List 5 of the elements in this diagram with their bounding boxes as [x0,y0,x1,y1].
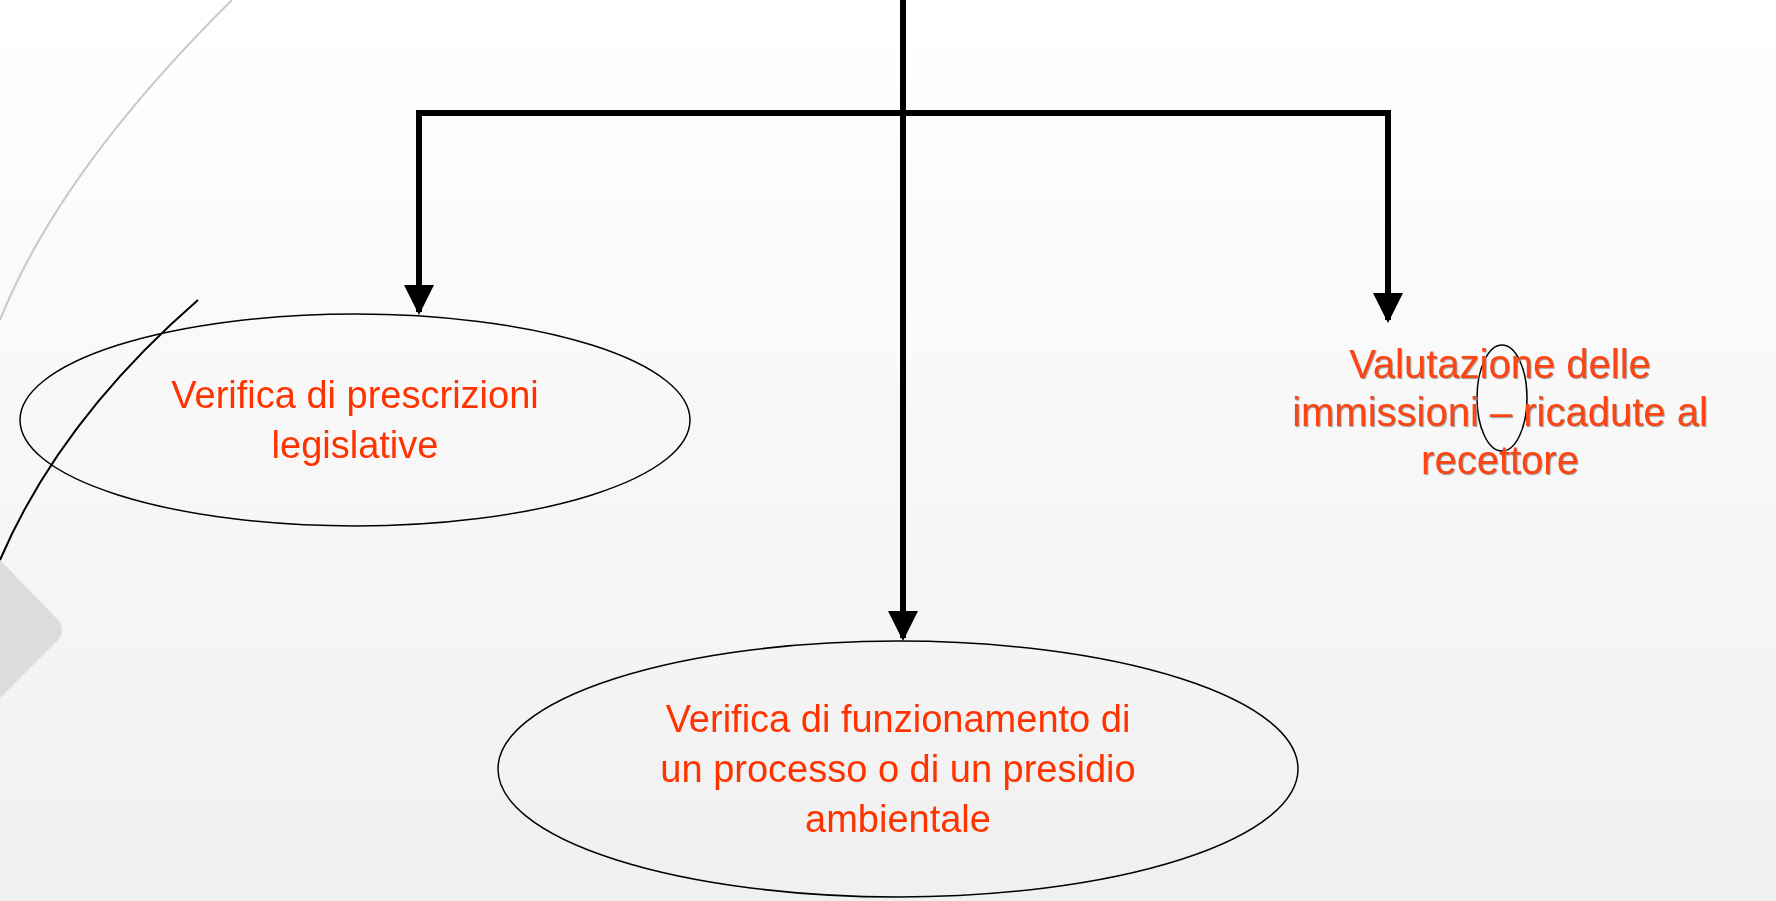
node-label: Verifica di funzionamento di un processo o di un presidio ambientale [659,697,1137,842]
ellipse-node [497,640,1299,898]
ellipse-node [19,313,691,527]
arrow [900,0,1403,323]
node-label: Verifica di prescrizioni legislative [170,373,540,468]
